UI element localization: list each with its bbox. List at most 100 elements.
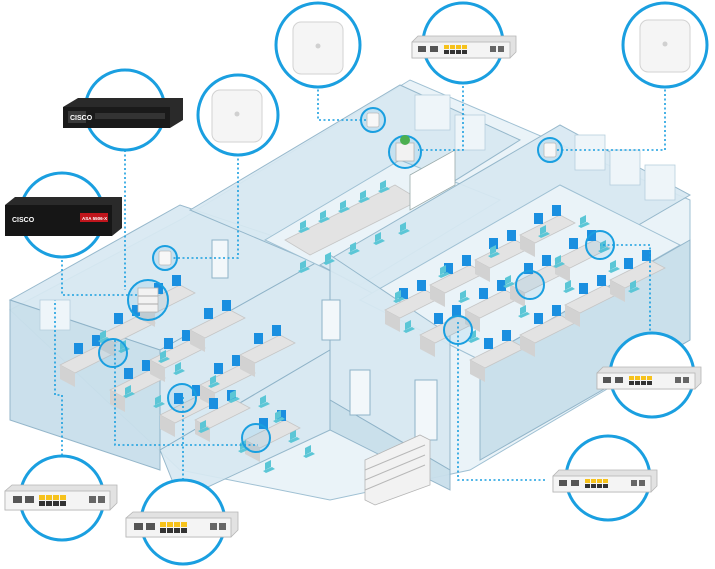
monitor-icon [192, 385, 201, 396]
monitor-icon [399, 288, 408, 299]
wireless-access-point-icon [360, 107, 386, 133]
corridor-door [414, 379, 438, 441]
monitor-icon [142, 360, 151, 371]
chair-icon [173, 362, 185, 375]
workstation-desk [519, 305, 576, 357]
workstation-desk [509, 255, 566, 307]
firewall-brand-label: CISCO [12, 217, 35, 224]
callout-router: CISCO [63, 68, 183, 152]
firewall-model-badge: ASA 5506-X [82, 216, 107, 221]
left-wing-door [349, 369, 371, 416]
chair-icon [153, 395, 165, 408]
workstation-desk [469, 330, 526, 382]
monitor-icon [164, 338, 173, 349]
monitor-icon [579, 283, 588, 294]
workstation-desk [564, 275, 621, 327]
monitor-icon [182, 330, 191, 341]
monitor-icon [254, 333, 263, 344]
office-chairs [98, 180, 640, 473]
chair-icon [563, 280, 575, 293]
callout-switch-bottom-right [552, 434, 658, 522]
monitor-icon [214, 363, 223, 374]
monitor-icon [204, 308, 213, 319]
chair-icon [338, 200, 350, 213]
chair-icon [318, 210, 330, 223]
chair-icon [403, 320, 415, 333]
workstation-desk [519, 205, 576, 257]
workstation-desk [159, 385, 216, 437]
monitor-icon [552, 205, 561, 216]
wireless-access-point-icon [152, 245, 178, 271]
monitor-icon [484, 338, 493, 349]
wireless-access-point-icon [292, 21, 344, 75]
wireless-access-point-icon [537, 137, 563, 163]
chair-icon [258, 395, 270, 408]
wireless-client-icon [515, 270, 545, 300]
firewall-icon: CISCO ASA 5506-X [5, 197, 122, 236]
chair-icon [598, 240, 610, 253]
wireless-client-icon [167, 383, 197, 413]
monitor-icon [114, 313, 123, 324]
monitor-icon [132, 305, 141, 316]
monitor-icon [524, 263, 533, 274]
monitor-icon [272, 325, 281, 336]
monitor-icon [542, 255, 551, 266]
chair-icon [553, 255, 565, 268]
chair-icon [123, 385, 135, 398]
monitor-icon [502, 330, 511, 341]
network-switch-icon [411, 35, 517, 59]
monitor-icon [462, 255, 471, 266]
callout-access-point-left [196, 73, 280, 157]
monitor-icon [552, 305, 561, 316]
chair-icon [578, 215, 590, 228]
router-brand-label: CISCO [70, 115, 93, 122]
chair-icon [628, 280, 640, 293]
chair-icon [373, 232, 385, 245]
chair-icon [438, 265, 450, 278]
monitor-icon [569, 238, 578, 249]
monitor-icon [534, 213, 543, 224]
chair-icon [273, 410, 285, 423]
monitor-icon [642, 250, 651, 261]
network-rack-icon [388, 135, 422, 169]
monitor-icon [534, 313, 543, 324]
monitor-icon [444, 263, 453, 274]
workstation-desk [59, 335, 116, 387]
network-switch-icon [125, 511, 239, 538]
chair-icon [298, 220, 310, 233]
network-switch-icon [596, 366, 702, 390]
chair-icon [158, 350, 170, 363]
monitor-icon [452, 305, 461, 316]
network-switch-icon [4, 484, 118, 511]
monitor-icon [507, 230, 516, 241]
monitor-icon [489, 238, 498, 249]
monitor-icon [172, 275, 181, 286]
wireless-access-point-icon [211, 89, 263, 143]
wireless-client-icon [98, 338, 128, 368]
chair-icon [608, 260, 620, 273]
monitor-icon [222, 300, 231, 311]
wireless-client-icon [585, 230, 615, 260]
wireless-client-icon [241, 423, 271, 453]
interior-door [211, 239, 229, 279]
chair-icon [323, 252, 335, 265]
floor-access-points [98, 107, 615, 453]
workstation-desk [239, 325, 296, 377]
chair-icon [303, 445, 315, 458]
monitor-icon [74, 343, 83, 354]
router-icon: CISCO [63, 98, 183, 128]
chair-icon [488, 245, 500, 258]
callout-switch-bottom [125, 478, 239, 566]
workstation-desk [189, 300, 246, 352]
monitor-icon [232, 355, 241, 366]
chair-icon [228, 390, 240, 403]
monitor-icon [277, 410, 286, 421]
callout-switch-right [596, 331, 702, 419]
callout-switch-bottom-left [4, 454, 118, 542]
chair-icon [378, 180, 390, 193]
chair-icon [358, 190, 370, 203]
chair-icon [208, 375, 220, 388]
monitor-icon [209, 398, 218, 409]
wireless-access-point-icon [639, 19, 691, 73]
